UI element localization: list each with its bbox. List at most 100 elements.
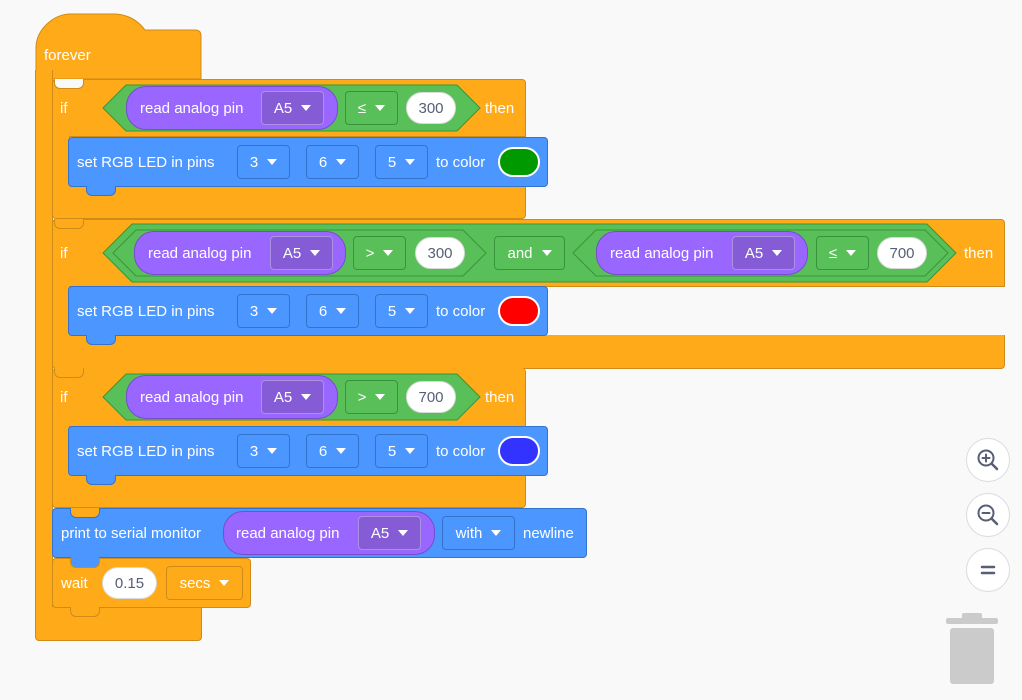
forever-hat <box>35 13 202 80</box>
print-mode-value: with <box>455 524 483 542</box>
print-top-notch <box>70 508 100 518</box>
if2-left-read-label: read analog pin <box>148 245 252 262</box>
print-mode-dropdown[interactable]: with <box>442 516 515 550</box>
zoom-out-icon <box>977 504 999 526</box>
if3-notch <box>54 368 84 378</box>
if2-right-pin-dropdown[interactable]: A5 <box>732 236 795 270</box>
if2-led-pin1-value: 3 <box>249 302 259 320</box>
forever-label: forever <box>44 47 91 64</box>
if2-led-pin1-dropdown[interactable]: 3 <box>237 294 290 328</box>
if2-right-value-input[interactable]: 700 <box>877 237 927 269</box>
if3-value-input[interactable]: 700 <box>406 381 456 413</box>
if3-pin-value: A5 <box>273 388 293 406</box>
if3-led-pin3-value: 5 <box>387 442 397 460</box>
if2-led-pin3-value: 5 <box>387 302 397 320</box>
if2-left-value-input[interactable]: 300 <box>415 237 465 269</box>
if2-led-pin2-value: 6 <box>318 302 328 320</box>
if3-operator-value: > <box>357 388 367 406</box>
print-pin-dropdown[interactable]: A5 <box>358 516 421 550</box>
chevron-down-icon <box>383 250 394 256</box>
if3-led-pin1-value: 3 <box>249 442 259 460</box>
if2-notch <box>54 219 84 229</box>
chevron-down-icon <box>405 448 416 454</box>
if2-logic-dropdown[interactable]: and <box>494 236 565 270</box>
if2-left-pin-value: A5 <box>282 244 302 262</box>
if3-led-pin3-dropdown[interactable]: 5 <box>375 434 428 468</box>
chevron-down-icon <box>267 448 278 454</box>
chevron-down-icon <box>491 530 502 536</box>
wait-unit-value: secs <box>179 574 211 592</box>
chevron-down-icon <box>375 105 386 111</box>
if2-footer <box>52 335 1005 369</box>
wait-unit-dropdown[interactable]: secs <box>166 566 243 600</box>
chevron-down-icon <box>267 159 278 165</box>
if1-footer <box>52 185 526 219</box>
if2-right-pin-value: A5 <box>744 244 764 262</box>
if1-led-pin2-dropdown[interactable]: 6 <box>306 145 359 179</box>
chevron-down-icon <box>398 530 409 536</box>
chevron-down-icon <box>310 250 321 256</box>
zoom-out-button[interactable] <box>966 493 1010 537</box>
if2-led-label: set RGB LED in pins <box>77 303 215 320</box>
if3-led-notch <box>86 475 116 485</box>
if1-led-pin3-dropdown[interactable]: 5 <box>375 145 428 179</box>
print-label: print to serial monitor <box>61 525 202 542</box>
zoom-reset-icon <box>980 565 996 575</box>
trash-icon[interactable] <box>944 612 1000 686</box>
if2-label: if <box>60 245 68 262</box>
if2-led-pin2-dropdown[interactable]: 6 <box>306 294 359 328</box>
if1-then-label: then <box>485 100 515 117</box>
if3-then-label: then <box>485 389 515 406</box>
zoom-reset-button[interactable] <box>966 548 1010 592</box>
if1-pin-value: A5 <box>273 99 293 117</box>
if1-led-pin2-value: 6 <box>318 153 328 171</box>
if1-led-pin1-dropdown[interactable]: 3 <box>237 145 290 179</box>
if2-color-swatch[interactable] <box>498 296 540 326</box>
forever-arm <box>35 70 53 615</box>
chevron-down-icon <box>846 250 857 256</box>
chevron-down-icon <box>541 250 552 256</box>
print-pin-value: A5 <box>370 524 390 542</box>
if2-right-operator-dropdown[interactable]: ≤ <box>816 236 869 270</box>
if2-led-to-color-label: to color <box>436 303 486 320</box>
if1-led-pin1-value: 3 <box>249 153 259 171</box>
if3-read-label: read analog pin <box>140 389 244 406</box>
if2-then-label: then <box>964 245 994 262</box>
wait-value-input[interactable]: 0.15 <box>102 567 157 599</box>
if2-left-pin-dropdown[interactable]: A5 <box>270 236 333 270</box>
zoom-in-button[interactable] <box>966 438 1010 482</box>
if3-led-pin2-value: 6 <box>318 442 328 460</box>
if3-label: if <box>60 389 68 406</box>
zoom-in-icon <box>977 449 999 471</box>
if1-led-label: set RGB LED in pins <box>77 154 215 171</box>
print-suffix-label: newline <box>523 525 574 542</box>
if3-led-pin1-dropdown[interactable]: 3 <box>237 434 290 468</box>
if1-notch <box>54 79 84 89</box>
if3-color-swatch[interactable] <box>498 436 540 466</box>
if1-value-input[interactable]: 300 <box>406 92 456 124</box>
if1-color-swatch[interactable] <box>498 147 540 177</box>
if1-led-notch <box>86 186 116 196</box>
if3-operator-dropdown[interactable]: > <box>345 380 398 414</box>
if1-operator-dropdown[interactable]: ≤ <box>345 91 398 125</box>
chevron-down-icon <box>336 448 347 454</box>
if3-led-pin2-dropdown[interactable]: 6 <box>306 434 359 468</box>
chevron-down-icon <box>219 580 230 586</box>
if2-left-operator-value: > <box>365 244 375 262</box>
if1-pin-dropdown[interactable]: A5 <box>261 91 324 125</box>
wait-top-notch <box>70 558 100 568</box>
print-read-label: read analog pin <box>236 525 340 542</box>
if2-right-read-label: read analog pin <box>610 245 714 262</box>
if2-led-pin3-dropdown[interactable]: 5 <box>375 294 428 328</box>
forever-bottom <box>35 607 202 641</box>
if1-led-pin3-value: 5 <box>387 153 397 171</box>
if1-label: if <box>60 100 68 117</box>
if2-left-operator-dropdown[interactable]: > <box>353 236 406 270</box>
chevron-down-icon <box>375 394 386 400</box>
chevron-down-icon <box>405 159 416 165</box>
chevron-down-icon <box>336 308 347 314</box>
if3-pin-dropdown[interactable]: A5 <box>261 380 324 414</box>
chevron-down-icon <box>267 308 278 314</box>
wait-label: wait <box>61 575 88 592</box>
if2-right-operator-value: ≤ <box>828 244 838 262</box>
